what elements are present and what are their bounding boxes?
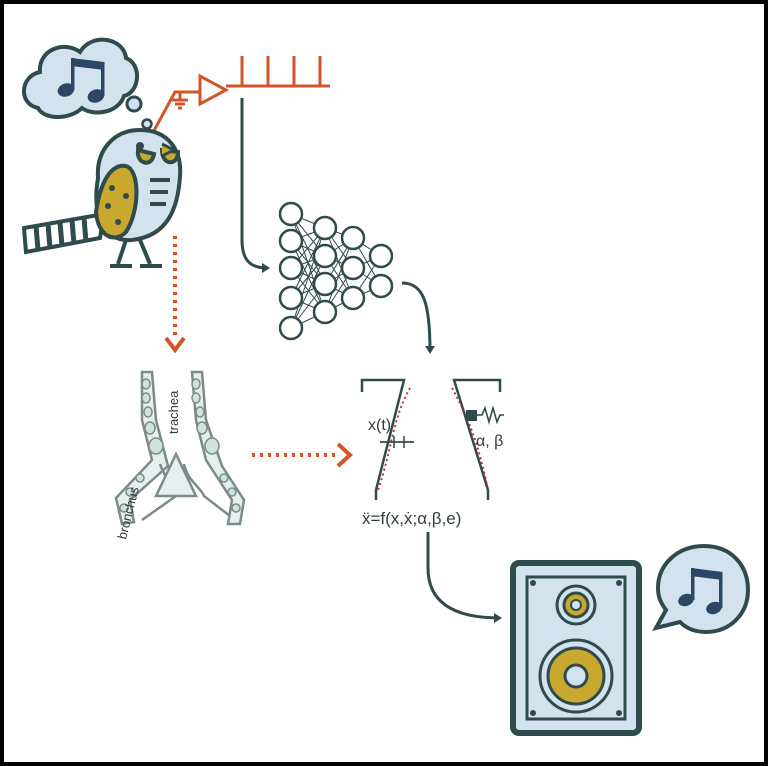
parameters-label: α, β xyxy=(476,433,503,450)
network-node xyxy=(278,315,304,341)
network-node xyxy=(340,285,366,311)
trachea-label: trachea xyxy=(166,390,181,434)
network-node xyxy=(368,273,394,299)
dotted-arrow-right xyxy=(252,442,353,468)
network-node xyxy=(312,271,338,297)
network-node xyxy=(278,201,304,227)
network-edge xyxy=(290,227,326,329)
network-node xyxy=(340,225,366,251)
syrinx-anatomy-icon xyxy=(114,370,246,526)
equation-label: ẍ=f(x,ẋ;α,β,e) xyxy=(362,509,461,528)
loudspeaker-icon xyxy=(510,560,642,736)
arrow-network-to-model xyxy=(401,281,435,354)
network-edge xyxy=(290,255,326,329)
network-edge xyxy=(324,227,354,299)
network-node xyxy=(278,255,304,281)
network-node xyxy=(312,243,338,269)
speech-bubble-music-icon xyxy=(652,543,751,635)
electrode-amplifier-icon xyxy=(148,73,240,139)
network-edge xyxy=(324,237,354,313)
network-node xyxy=(312,215,338,241)
arrow-model-to-speaker xyxy=(426,532,502,623)
vocal-fold-model-icon xyxy=(360,378,502,500)
neural-network-icon xyxy=(278,201,394,341)
displacement-label: x(t) xyxy=(368,417,391,434)
network-node xyxy=(340,255,366,281)
songbird-icon xyxy=(21,127,183,268)
network-node xyxy=(368,243,394,269)
network-node xyxy=(278,228,304,254)
spring-icon xyxy=(466,405,504,425)
thought-cloud-music-icon xyxy=(22,37,153,130)
network-edge xyxy=(290,227,326,299)
arrow-spikes-to-network xyxy=(240,98,270,273)
dotted-arrow-down xyxy=(164,236,186,354)
spike-train-icon xyxy=(240,56,330,88)
network-node xyxy=(278,285,304,311)
network-node xyxy=(312,299,338,325)
